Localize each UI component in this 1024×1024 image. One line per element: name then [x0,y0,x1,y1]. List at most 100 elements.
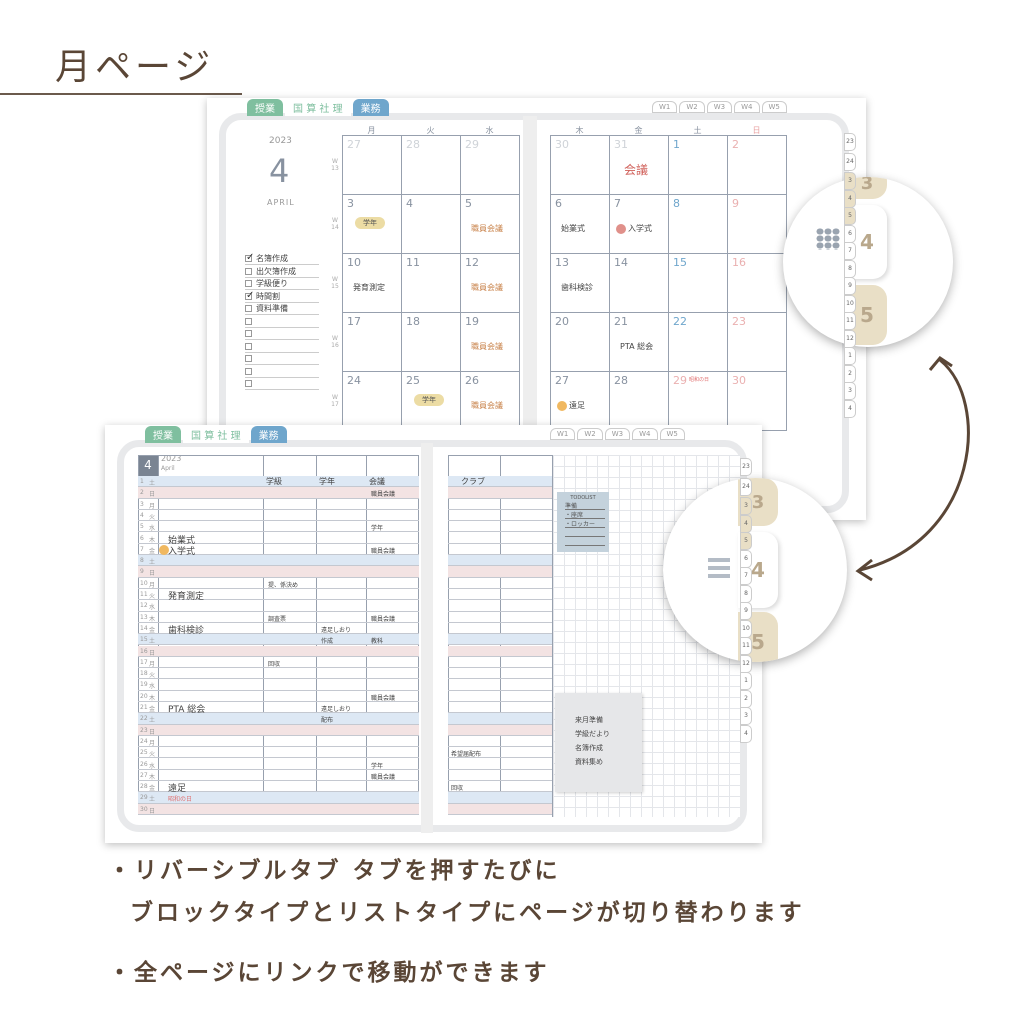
row-entry[interactable]: 始業式 [168,535,196,546]
row-entry[interactable]: 配布 [321,717,334,725]
row-entry[interactable]: 歯科検診 [168,625,205,636]
year-tab[interactable]: 23 [844,133,856,151]
week-number[interactable]: W 16 [331,335,339,349]
tab-subject[interactable]: 国 [191,431,201,442]
day-cell[interactable]: 30 [727,371,787,431]
month-tab[interactable]: 10 [844,294,856,313]
tab-work[interactable]: 業務 [250,426,287,443]
checklist-item[interactable] [245,366,319,378]
list-right-row[interactable]: 希望届配布 [448,747,553,759]
tab-subject[interactable]: 理 [332,104,343,115]
row-entry[interactable]: 提、係決め [268,581,299,589]
checkbox[interactable]: ✓ [245,252,255,263]
day-cell[interactable]: 15 [668,253,728,313]
list-right-row[interactable] [448,634,553,646]
month-tab[interactable]: 7 [740,567,752,585]
row-entry[interactable]: 回収 [268,660,281,668]
checklist-item[interactable] [245,316,319,328]
month-tab[interactable]: 8 [740,584,752,603]
month-tab[interactable]: 8 [844,259,856,278]
tab-subjects[interactable]: 国 算 社 理 [285,99,351,116]
day-cell[interactable]: 1 [668,135,728,195]
list-right-row[interactable] [448,792,553,804]
row-entry[interactable]: 希望届配布 [451,751,482,759]
week-tab[interactable]: W2 [679,101,705,113]
list-right-row[interactable] [448,589,553,601]
checkbox[interactable] [245,330,252,337]
week-number[interactable]: W 14 [331,217,339,231]
day-cell[interactable]: 30 [550,135,610,195]
month-tab[interactable]: 5 [844,207,856,225]
month-tab[interactable]: 3 [844,382,856,400]
event-label[interactable]: 会議 [624,161,648,178]
tab-subject[interactable]: 算 [204,431,215,442]
tab-subject[interactable]: 理 [230,431,241,442]
list-right-row[interactable] [448,713,553,725]
month-tab[interactable]: 1 [740,672,752,690]
month-tab[interactable]: 9 [740,602,752,620]
day-cell[interactable]: 29 [460,135,520,195]
tab-lesson[interactable]: 授業 [145,426,181,443]
list-right-row[interactable] [448,645,553,657]
checkbox[interactable] [245,380,252,387]
month-tab[interactable]: 2 [844,364,856,383]
week-number[interactable]: W 13 [331,158,339,172]
month-tab[interactable]: 3 [844,172,856,190]
list-right-row[interactable] [448,555,553,567]
row-entry[interactable]: PTA 総会 [168,705,206,715]
event-label[interactable]: 始業式 [561,223,585,234]
month-tab[interactable]: 5 [740,532,752,550]
checklist-item[interactable]: ✓名簿作成 [245,253,319,265]
list-right-row[interactable] [448,759,553,770]
month-tab[interactable]: 3 [740,707,752,725]
event-badge[interactable]: 学年 [414,394,444,406]
tab-subject[interactable]: 社 [217,431,228,442]
event-label[interactable]: 職員会議 [471,341,503,352]
list-right-row[interactable]: 回収 [448,781,553,793]
month-tab[interactable]: 1 [844,347,856,365]
week-tab[interactable]: W3 [706,101,733,113]
month-tab[interactable]: 11 [740,637,752,655]
row-entry[interactable]: 作成 [321,638,334,646]
event-label[interactable]: 職員会議 [471,223,503,234]
day-cell[interactable]: 16 [727,253,787,313]
month-tab[interactable]: 12 [740,654,752,673]
checkbox[interactable] [245,305,252,312]
day-cell[interactable]: 23 [727,312,787,372]
row-entry[interactable]: 遠足 [168,784,187,795]
month-tab[interactable]: 6 [740,549,752,568]
month-tab[interactable]: 7 [844,242,856,260]
checklist-item[interactable] [245,378,319,390]
event-label[interactable]: 職員会議 [471,400,503,411]
list-right-row[interactable] [448,487,553,499]
day-cell[interactable]: 8 [668,194,728,254]
todo-item[interactable]: 準備 [565,501,605,510]
row-entry[interactable]: 昭和の日 [168,796,193,804]
month-tab[interactable]: 6 [844,224,856,243]
row-entry[interactable]: 教科 [371,638,384,646]
event-label[interactable]: 職員会議 [471,282,503,293]
week-tab[interactable]: W5 [659,428,685,440]
